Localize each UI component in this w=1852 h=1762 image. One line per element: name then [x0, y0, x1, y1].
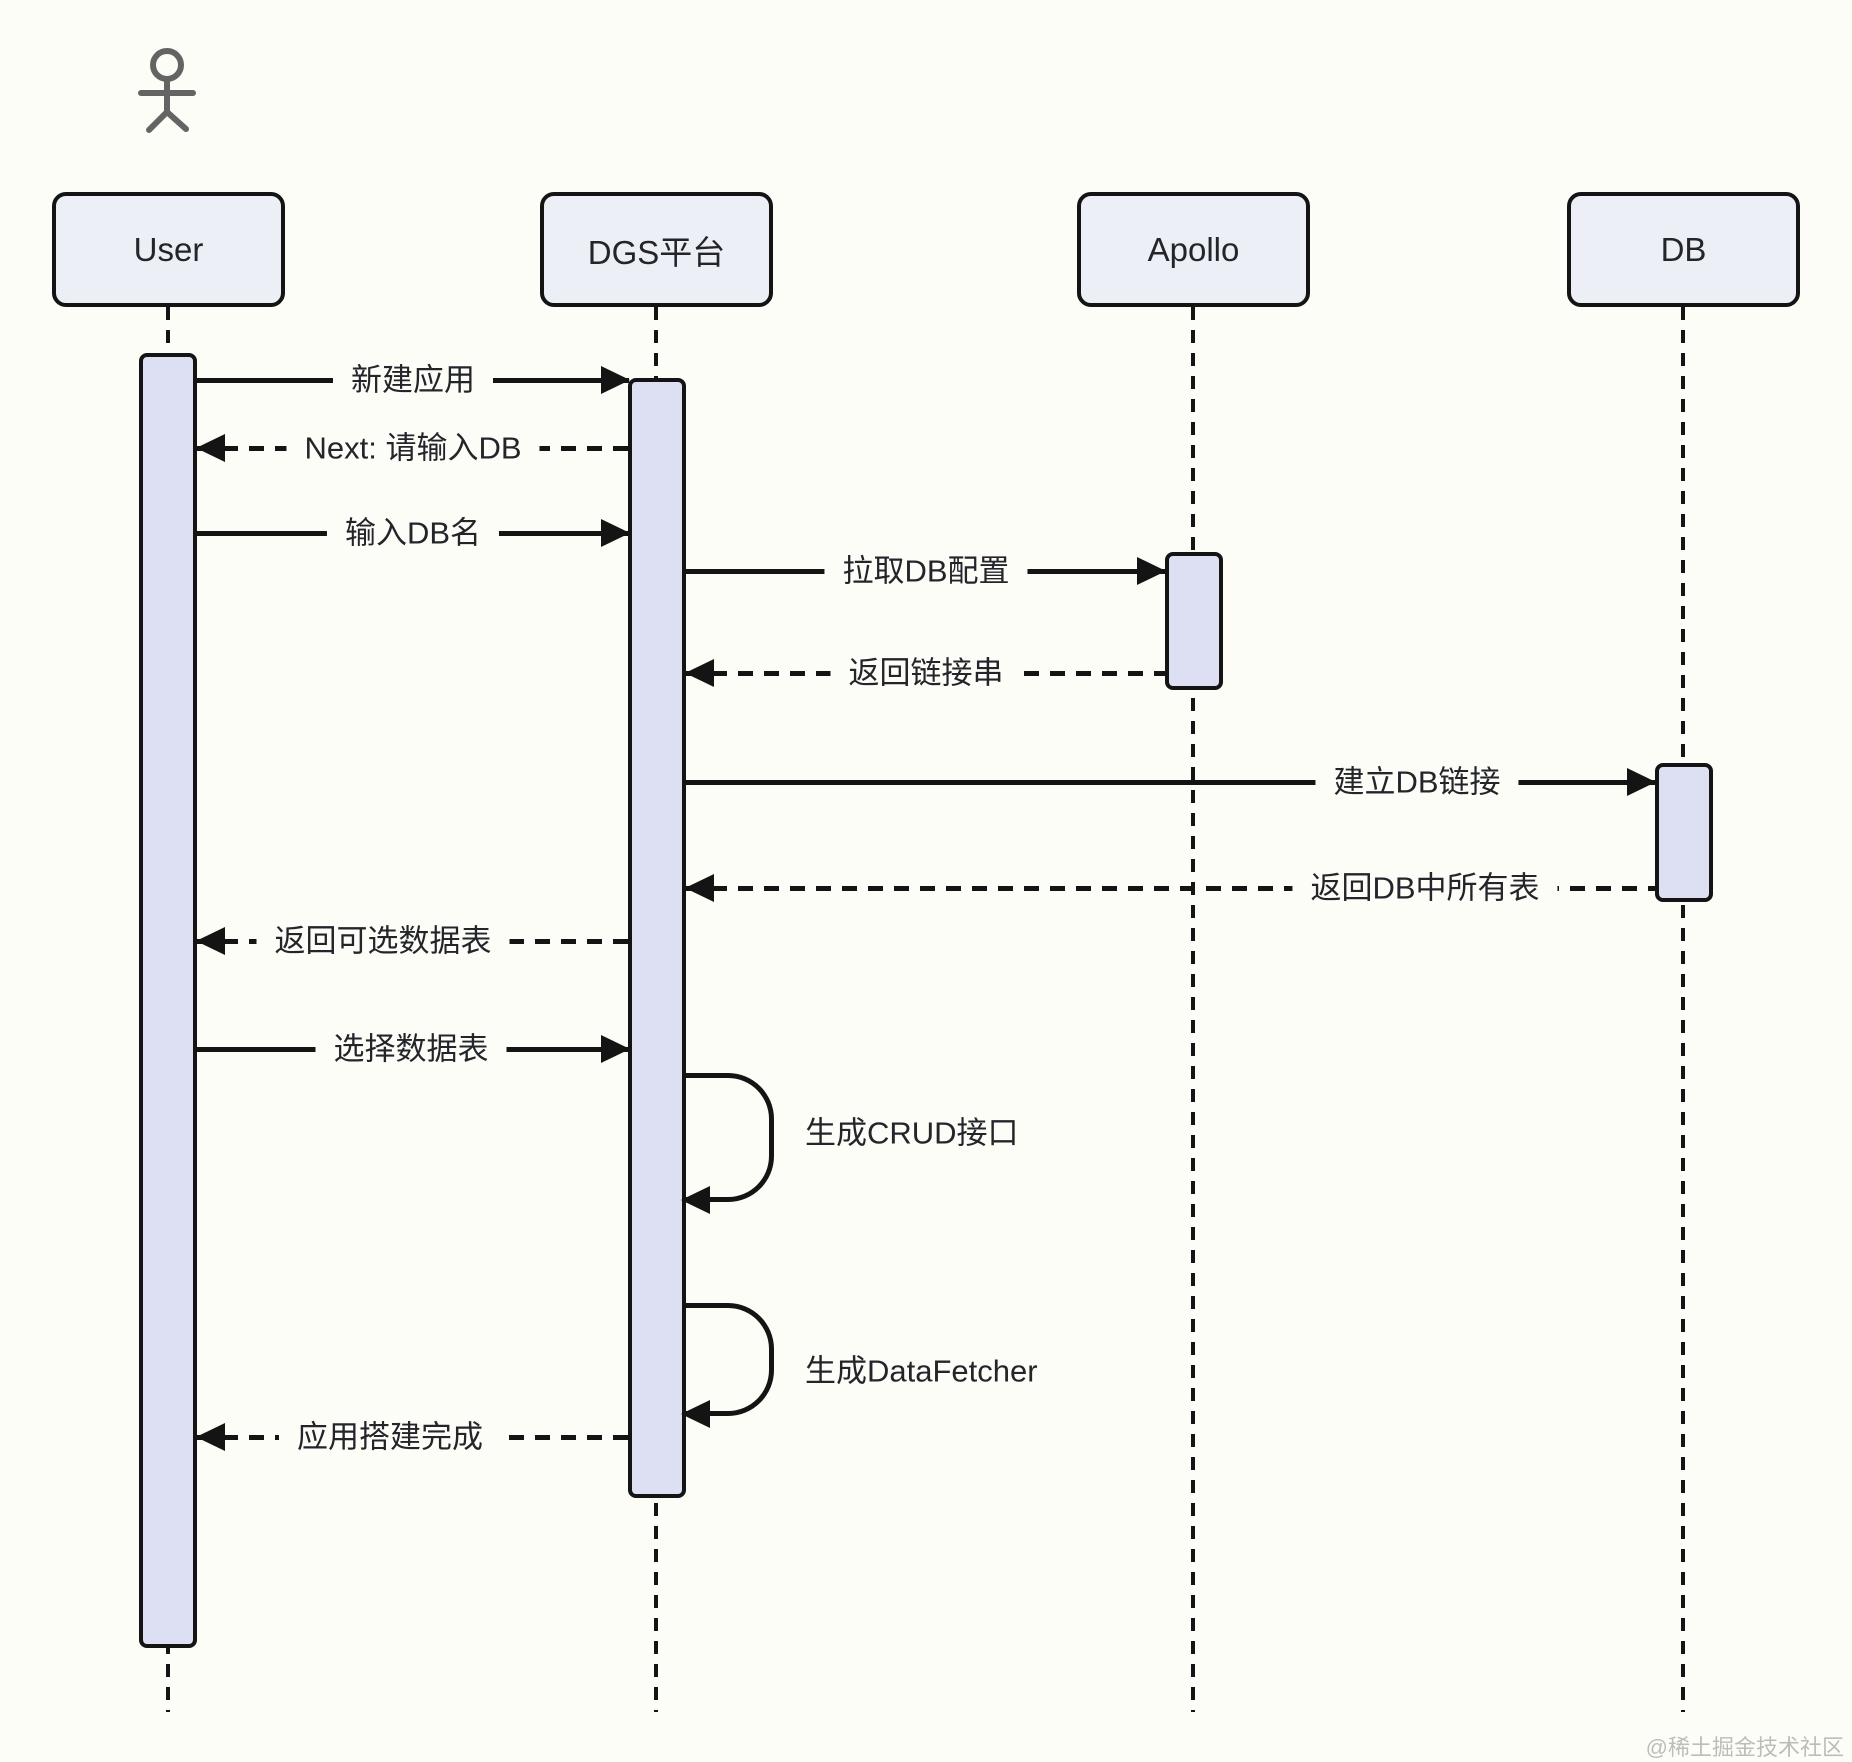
arrowhead-icon	[196, 927, 225, 955]
message-label: 选择数据表	[315, 1030, 507, 1068]
message-label: 拉取DB配置	[824, 552, 1028, 590]
participant-label: DB	[1660, 230, 1707, 268]
activation-bar-apollo	[1165, 552, 1223, 690]
self-message-generate-datafetcher	[681, 1303, 774, 1428]
arrowhead-icon	[196, 1423, 225, 1451]
message-label: 应用搭建完成	[279, 1418, 501, 1456]
message-label: 输入DB名	[326, 514, 500, 552]
participant-box-user: User	[52, 192, 285, 307]
message-fetch-db-config: 拉取DB配置	[686, 552, 1166, 590]
arrowhead-icon	[685, 659, 714, 687]
arrowhead-icon	[1627, 768, 1656, 796]
participant-box-dgs: DGS平台	[540, 192, 773, 307]
message-label: 新建应用	[333, 361, 493, 399]
participant-label: DGS平台	[587, 233, 726, 271]
participant-box-db: DB	[1567, 192, 1800, 307]
message-establish-db-connection: 建立DB链接	[686, 763, 1656, 801]
arrowhead-icon	[601, 519, 630, 547]
lifeline-apollo	[1191, 307, 1195, 1712]
lifeline-db	[1681, 307, 1685, 1712]
message-line	[686, 885, 1655, 891]
participant-label: User	[133, 230, 204, 268]
self-message-label: 生成CRUD接口	[805, 1115, 1019, 1151]
participant-label: Apollo	[1147, 230, 1240, 268]
activation-bar-dgs	[628, 378, 686, 1498]
message-create-app: 新建应用	[197, 361, 630, 399]
message-next-input-db: Next: 请输入DB	[196, 429, 629, 467]
actor-icon	[138, 48, 196, 133]
message-line	[686, 779, 1655, 785]
arrowhead-icon	[601, 366, 630, 394]
message-app-setup-complete: 应用搭建完成	[196, 1418, 629, 1456]
message-label: 返回链接串	[830, 654, 1022, 692]
message-select-table: 选择数据表	[197, 1030, 630, 1068]
arrowhead-icon	[601, 1035, 630, 1063]
message-label: 返回可选数据表	[256, 922, 510, 960]
watermark: @稀土掘金技术社区	[1645, 1735, 1844, 1760]
message-input-db-name: 输入DB名	[197, 514, 630, 552]
message-return-all-tables: 返回DB中所有表	[685, 869, 1655, 907]
arrowhead-icon	[681, 1186, 710, 1214]
self-message-label: 生成DataFetcher	[805, 1353, 1038, 1389]
message-return-connection-string: 返回链接串	[685, 654, 1165, 692]
arrowhead-icon	[681, 1400, 710, 1428]
self-message-generate-crud	[681, 1073, 774, 1214]
arrowhead-icon	[196, 434, 225, 462]
message-return-selectable-tables: 返回可选数据表	[196, 922, 629, 960]
activation-bar-db	[1655, 763, 1713, 902]
participant-box-apollo: Apollo	[1077, 192, 1310, 307]
message-label: 建立DB链接	[1315, 763, 1519, 801]
arrowhead-icon	[1137, 557, 1166, 585]
message-label: Next: 请输入DB	[286, 429, 540, 467]
arrowhead-icon	[685, 874, 714, 902]
message-label: 返回DB中所有表	[1292, 869, 1558, 907]
activation-bar-user	[139, 353, 197, 1648]
